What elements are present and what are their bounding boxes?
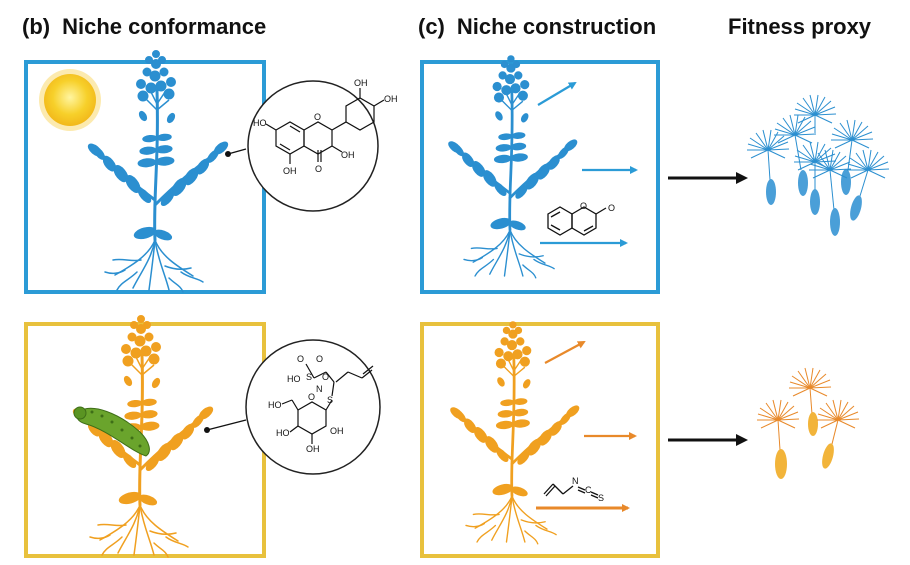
chem-label: HO <box>276 428 290 438</box>
chem-label: O <box>308 392 315 402</box>
chem-label: S <box>598 493 604 503</box>
chem-label: O <box>322 372 329 382</box>
chem-label: N <box>316 384 323 394</box>
chem-label: OH <box>354 78 368 88</box>
emission-arrow <box>537 81 577 106</box>
callout-dot <box>204 427 210 433</box>
panel-construction-blue <box>420 60 660 294</box>
coumarin-structure <box>547 206 607 236</box>
seed-icon <box>773 114 817 196</box>
seed-icon <box>746 129 790 205</box>
chem-label: O <box>314 112 321 122</box>
chem-label: OH <box>283 166 297 176</box>
glucosinolate-structure <box>281 363 374 444</box>
panel-construction-gold <box>420 322 660 558</box>
chem-label: OH <box>384 94 398 104</box>
chem-label: O <box>315 164 322 174</box>
seed-icon <box>846 149 890 221</box>
chem-label: O <box>580 201 587 211</box>
heading-label: Niche construction <box>456 14 657 39</box>
chem-label: OH <box>330 426 344 436</box>
plant-icon <box>86 51 229 293</box>
heading-label: Niche conformance <box>62 14 267 39</box>
caterpillar-icon <box>73 406 150 457</box>
callout-dot <box>225 151 231 157</box>
chem-label: OH <box>341 150 355 160</box>
plant-icon <box>447 56 579 278</box>
seed-icon <box>830 119 874 195</box>
heading-fitness-proxy: Fitness proxy <box>728 14 872 39</box>
callout-line <box>206 419 247 431</box>
callout-line <box>227 148 247 155</box>
seed-icon <box>793 141 837 215</box>
magnifier-icon <box>247 80 379 212</box>
seed-icon <box>816 399 860 469</box>
heading-niche-conformance: (b) Niche conformance <box>22 14 266 40</box>
chem-label: O <box>297 354 304 364</box>
chem-label: OH <box>306 444 320 454</box>
chem-label: S <box>306 372 312 382</box>
seed-icon <box>788 367 832 436</box>
chem-label: O <box>608 203 615 213</box>
chem-label: O <box>316 354 323 364</box>
sun-icon <box>39 69 101 131</box>
heading-niche-construction: (c) Niche construction <box>418 14 656 40</box>
panel-tag-b: (b) <box>22 14 51 39</box>
seed-icon <box>793 94 837 133</box>
flavonol-structure <box>265 88 385 164</box>
chem-label: S <box>327 395 333 405</box>
seed-group-blue <box>746 94 890 236</box>
chem-label: C <box>585 485 592 495</box>
chem-label: HO <box>268 400 282 410</box>
seed-group-orange <box>756 367 860 479</box>
chem-label: HO <box>287 374 301 384</box>
emission-arrow <box>544 341 586 364</box>
seed-icon <box>756 399 800 479</box>
seed-icon <box>808 149 852 236</box>
panel-tag-c: (c) <box>418 14 445 39</box>
chem-label: N <box>572 476 579 486</box>
isothiocyanate-structure <box>543 483 599 499</box>
chem-label: HO <box>253 118 267 128</box>
